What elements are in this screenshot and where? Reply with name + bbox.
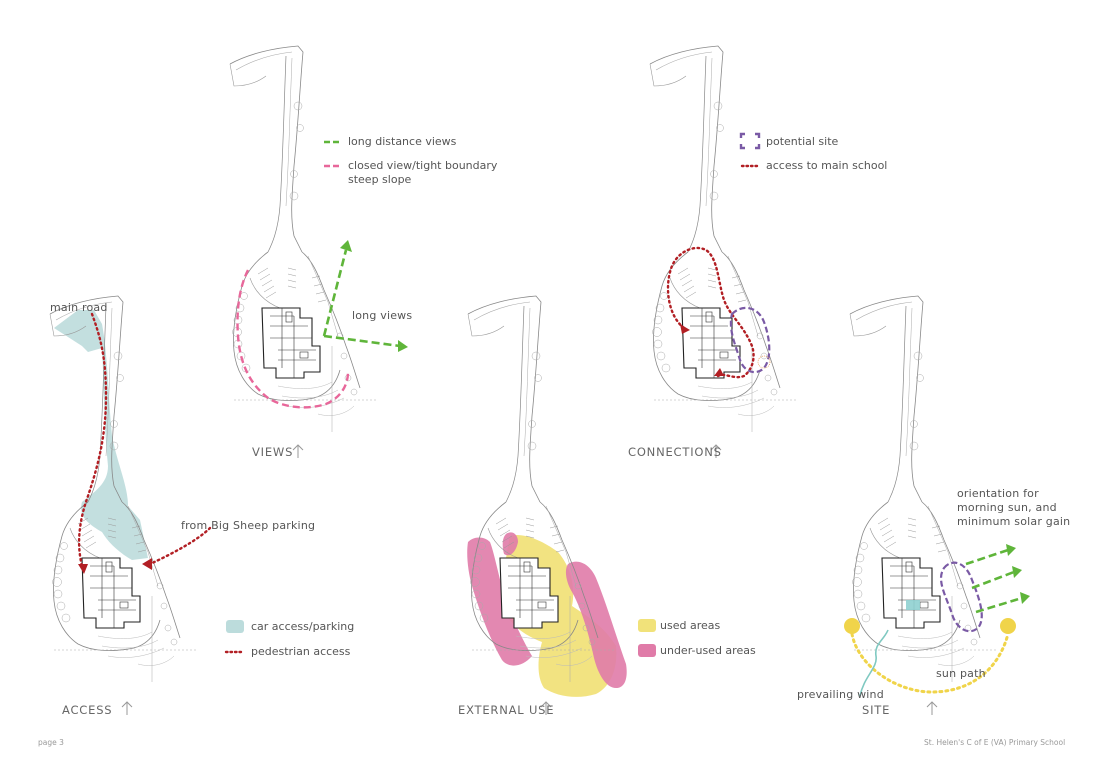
external-use-plan (467, 295, 627, 697)
site-title: SITE (862, 703, 891, 717)
access-plan (49, 295, 212, 683)
main-road-label: main road (50, 301, 108, 314)
prevailing-wind-label: prevailing wind (797, 688, 884, 701)
connections-plan (649, 45, 799, 433)
page-number: page 3 (38, 738, 64, 747)
access-legend-pedestrian: pedestrian access (251, 645, 351, 658)
potential-site-swatch (739, 132, 761, 150)
views-title: VIEWS (252, 445, 294, 459)
external-use-title: EXTERNAL USE (458, 703, 555, 717)
views-plan (229, 45, 408, 433)
connections-title: CONNECTIONS (628, 445, 722, 459)
connections-legend-access: access to main school (766, 159, 888, 172)
external-legend-underused: under-used areas (660, 644, 756, 657)
views-legend-long-distance: long distance views (348, 135, 457, 148)
connections-north-arrow (710, 444, 722, 458)
connections-legend-potential-site: potential site (766, 135, 839, 148)
access-north-arrow (121, 701, 133, 715)
school-name: St. Helen's C of E (VA) Primary School (924, 738, 1066, 747)
access-legend-car: car access/parking (251, 620, 355, 633)
views-legend-closed-view: closed view/tight boundary steep slope (348, 159, 498, 186)
site-north-arrow (926, 701, 938, 715)
sun-path-label: sun path (936, 667, 986, 680)
access-title: ACCESS (62, 703, 113, 717)
external-legend-used: used areas (660, 619, 721, 632)
views-north-arrow (292, 444, 304, 458)
from-parking-label: from Big Sheep parking (181, 519, 316, 532)
external-use-north-arrow (540, 701, 552, 715)
long-views-label: long views (352, 309, 413, 322)
orientation-label: orientation for morning sun, and minimum… (957, 487, 1071, 528)
site-plan (844, 295, 1030, 697)
